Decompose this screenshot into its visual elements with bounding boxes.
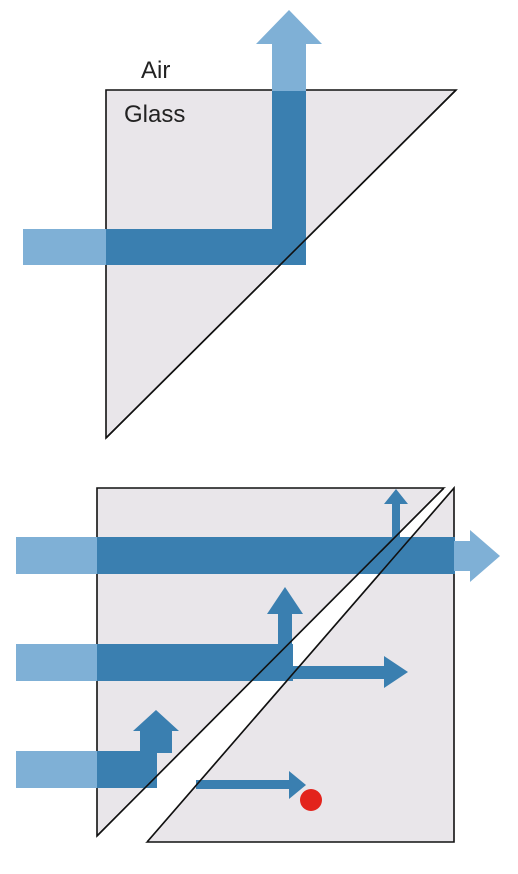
glass-label: Glass: [124, 101, 185, 128]
exit-beam-air: [272, 44, 306, 91]
beam1-exit-air: [454, 541, 470, 571]
left-prism-hypotenuse: [96, 487, 445, 837]
beam3-reflected-arrowhead: [133, 710, 179, 731]
prism-hypotenuse-top: [105, 89, 457, 439]
beam3-transmitted: [196, 780, 290, 789]
bottom-prism-figure: [16, 485, 500, 843]
beam3-reflected-glass: [140, 731, 172, 753]
beam2-reflected-arrowhead: [267, 587, 303, 614]
beam2-transmitted-arrowhead: [384, 656, 408, 688]
beam3-transmitted-arrowhead: [289, 771, 306, 799]
detector-dot: [300, 789, 322, 811]
right-prism-hypotenuse: [146, 487, 455, 843]
beam1-arrowhead: [470, 530, 500, 582]
top-prism-figure: Air Glass: [23, 10, 458, 440]
beam1-incident-air: [16, 537, 98, 574]
beam2-transmitted: [293, 666, 385, 679]
beam3-incident-air: [16, 751, 98, 788]
beam2-reflected-glass: [278, 614, 292, 646]
air-label: Air: [141, 57, 170, 84]
beam2-incident-air: [16, 644, 98, 681]
incident-beam-air: [23, 229, 107, 265]
beam1-in-glass: [97, 537, 455, 574]
beam3-in-glass: [97, 751, 157, 788]
beam1-reflected-arrowhead: [384, 489, 408, 504]
exit-beam-arrowhead: [256, 10, 322, 44]
beam1-reflected-stub: [392, 504, 400, 538]
reflected-beam-glass: [272, 90, 306, 265]
beam2-in-glass: [97, 644, 293, 681]
incident-beam-glass: [106, 229, 304, 265]
